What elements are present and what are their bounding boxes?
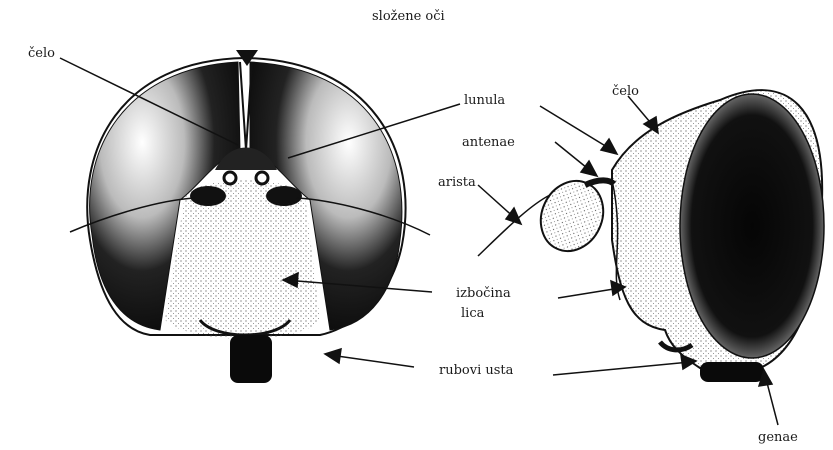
label-izbocina: izbočina — [456, 286, 511, 302]
side-mouthparts — [700, 362, 764, 382]
front-mouthparts — [230, 335, 272, 383]
label-celo-front: čelo — [28, 46, 55, 62]
label-rubovi-usta: rubovi usta — [439, 363, 513, 379]
label-lica: lica — [461, 306, 484, 322]
side-antenna — [530, 171, 615, 262]
label-lunula: lunula — [464, 93, 505, 109]
label-arista: arista — [438, 175, 476, 191]
label-slozene-oci: složene oči — [372, 9, 445, 25]
side-compound-eye — [680, 94, 824, 358]
left-antenna — [190, 186, 226, 206]
label-celo-side: čelo — [612, 84, 639, 100]
label-genae: genae — [758, 430, 798, 446]
side-arista — [478, 195, 550, 256]
facial-prominence — [165, 180, 320, 339]
side-view-head — [478, 90, 824, 382]
front-view-head — [70, 50, 430, 383]
right-antenna — [266, 186, 302, 206]
label-antenae: antenae — [462, 135, 515, 151]
